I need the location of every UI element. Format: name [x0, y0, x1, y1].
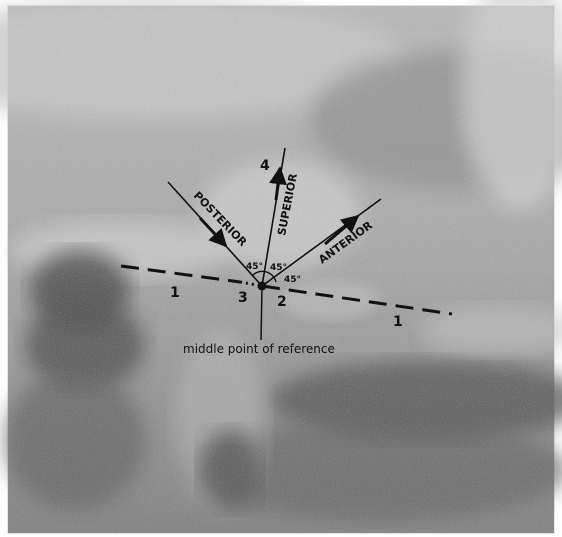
- number-anterior-point: 2: [277, 294, 287, 310]
- number-superior-point: 4: [260, 158, 270, 174]
- caption-middle-point: middle point of reference: [183, 342, 335, 356]
- angle-label-anterior: 45°: [284, 275, 301, 285]
- number-right-baseline: 1: [393, 314, 403, 330]
- number-left-baseline: 1: [170, 285, 180, 301]
- vertical-reference-line: [261, 286, 262, 340]
- angle-label-posterior: 45°: [246, 262, 263, 272]
- number-posterior-point: 3: [238, 290, 248, 306]
- angle-label-superior: 45°: [270, 263, 287, 273]
- middle-reference-point: [258, 282, 267, 291]
